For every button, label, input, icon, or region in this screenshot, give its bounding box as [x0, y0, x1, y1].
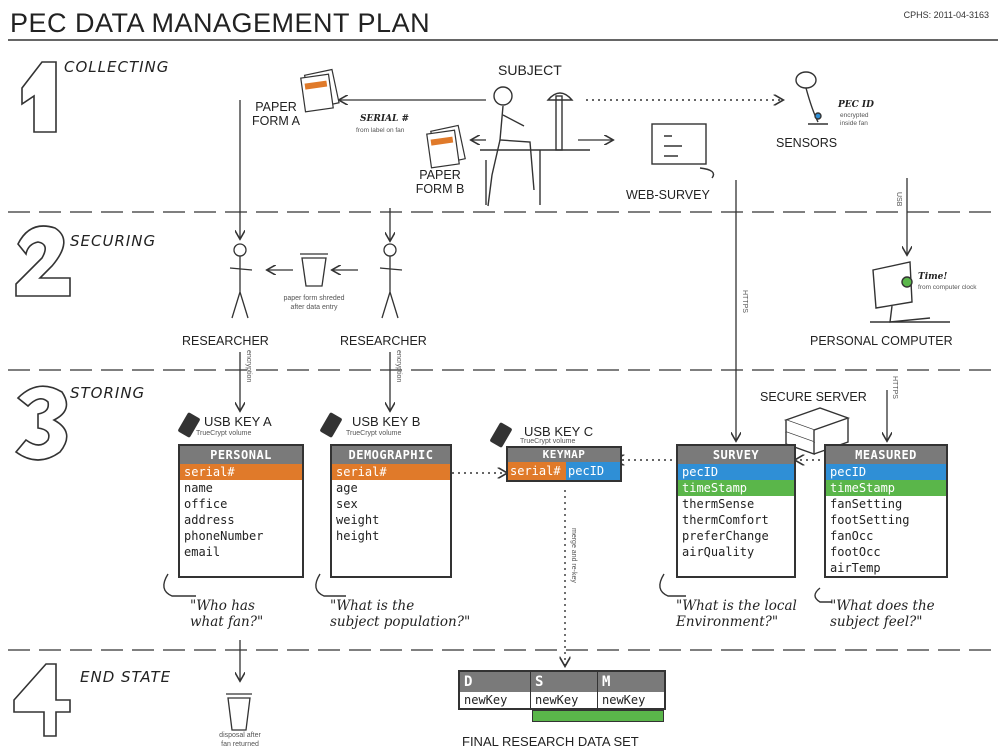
- final-col-value: newKey: [598, 692, 664, 708]
- researcher-right-label: RESEARCHER: [340, 334, 427, 348]
- secure-server-label: SECURE SERVER: [760, 390, 867, 404]
- usb-connector-label: USB: [895, 192, 902, 206]
- quote-survey: "What is the local Environment?": [676, 598, 797, 630]
- keymap-table: KEYMAP serial# pecID: [506, 446, 622, 482]
- researcher-left-label: RESEARCHER: [182, 334, 269, 348]
- survey-field: thermComfort: [678, 512, 794, 528]
- final-col-header: D: [460, 672, 530, 692]
- phase-label-end-state: END STATE: [80, 668, 171, 686]
- monitor-icon: [652, 124, 714, 178]
- paper-form-a-label: PAPER FORM A: [246, 100, 306, 128]
- quote-measured: "What does the subject feel?": [830, 598, 935, 630]
- measured-field: airTemp: [826, 560, 946, 576]
- final-timestamp-bar: [532, 710, 664, 722]
- phase-numerals: [14, 62, 70, 736]
- survey-field: preferChange: [678, 528, 794, 544]
- personal-key-field: serial#: [180, 464, 302, 480]
- quote-personal: "Who has what fan?": [190, 598, 263, 630]
- usb-key-c-label: USB KEY C: [524, 424, 593, 439]
- final-col-s: S newKey: [531, 672, 598, 708]
- serial-note: from label on fan: [356, 127, 404, 134]
- survey-timestamp-field: timeStamp: [678, 480, 794, 496]
- personal-computer-label: PERSONAL COMPUTER: [810, 334, 953, 348]
- subject-figure: [480, 87, 590, 206]
- subject-label: SUBJECT: [498, 62, 562, 78]
- survey-field: thermSense: [678, 496, 794, 512]
- pec-id-label: PEC ID: [838, 100, 874, 110]
- usb-key-b-label: USB KEY B: [352, 414, 420, 429]
- measured-table: MEASURED pecID timeStamp fanSetting foot…: [824, 444, 948, 578]
- keymap-table-header: KEYMAP: [508, 448, 620, 462]
- quote-demographic: "What is the subject population?": [330, 598, 470, 630]
- personal-field: address: [180, 512, 302, 528]
- merge-label: merge and re-key: [570, 528, 577, 583]
- serial-label: SERIAL #: [360, 114, 409, 124]
- measured-field: footOcc: [826, 544, 946, 560]
- measured-table-header: MEASURED: [826, 446, 946, 464]
- demographic-table: DEMOGRAPHIC serial# age sex weight heigh…: [330, 444, 452, 578]
- survey-field: airQuality: [678, 544, 794, 560]
- keymap-serial-field: serial#: [508, 462, 566, 480]
- page-title: PEC DATA MANAGEMENT PLAN: [10, 8, 430, 39]
- measured-key-field: pecID: [826, 464, 946, 480]
- final-dataset-table: D newKey S newKey M newKey: [458, 670, 666, 710]
- demographic-field: age: [332, 480, 450, 496]
- measured-timestamp-field: timeStamp: [826, 480, 946, 496]
- personal-field: phoneNumber: [180, 528, 302, 544]
- phase-label-storing: STORING: [70, 384, 145, 402]
- final-col-m: M newKey: [598, 672, 664, 708]
- shred-note: paper form shreded after data entry: [264, 294, 364, 312]
- personal-table: PERSONAL serial# name office address pho…: [178, 444, 304, 578]
- survey-table: SURVEY pecID timeStamp thermSense thermC…: [676, 444, 796, 578]
- personal-table-header: PERSONAL: [180, 446, 302, 464]
- final-col-header: M: [598, 672, 664, 692]
- final-col-value: newKey: [460, 692, 530, 708]
- usb-key-b-sub: TrueCrypt volume: [346, 430, 401, 437]
- survey-key-field: pecID: [678, 464, 794, 480]
- https-right-label: HTTPS: [891, 376, 898, 399]
- usb-key-a-label: USB KEY A: [204, 414, 272, 429]
- web-survey-label: WEB-SURVEY: [626, 188, 710, 202]
- personal-field: email: [180, 544, 302, 560]
- demographic-field: sex: [332, 496, 450, 512]
- https-left-label: HTTPS: [741, 290, 748, 313]
- survey-table-header: SURVEY: [678, 446, 794, 464]
- time-note: from computer clock: [918, 284, 977, 291]
- time-label: Time!: [918, 272, 947, 282]
- disposal-note: disposal after fan returned: [208, 731, 272, 749]
- usb-key-a-sub: TrueCrypt volume: [196, 430, 251, 437]
- sensors-label: SENSORS: [776, 136, 837, 150]
- final-dataset-label: FINAL RESEARCH DATA SET: [462, 734, 639, 749]
- demographic-field: weight: [332, 512, 450, 528]
- phase-label-securing: SECURING: [70, 232, 156, 250]
- computer-icon: [870, 262, 950, 322]
- document-id: CPHS: 2011-04-3163: [904, 10, 989, 20]
- usb-key-c-sub: TrueCrypt volume: [520, 438, 575, 445]
- final-col-header: S: [531, 672, 597, 692]
- demographic-field: height: [332, 528, 450, 544]
- sensor-icon: [796, 72, 828, 124]
- measured-field: footSetting: [826, 512, 946, 528]
- personal-field: office: [180, 496, 302, 512]
- final-col-d: D newKey: [460, 672, 531, 708]
- encryption-left-label: encryption: [245, 350, 252, 382]
- demographic-table-header: DEMOGRAPHIC: [332, 446, 450, 464]
- pec-id-note: encrypted inside fan: [840, 112, 869, 128]
- measured-field: fanOcc: [826, 528, 946, 544]
- personal-field: name: [180, 480, 302, 496]
- measured-field: fanSetting: [826, 496, 946, 512]
- paper-form-b-label: PAPER FORM B: [410, 168, 470, 196]
- keymap-pecid-field: pecID: [566, 462, 620, 480]
- phase-label-collecting: COLLECTING: [64, 58, 169, 76]
- encryption-right-label: encryption: [395, 350, 402, 382]
- demographic-key-field: serial#: [332, 464, 450, 480]
- final-col-value: newKey: [531, 692, 597, 708]
